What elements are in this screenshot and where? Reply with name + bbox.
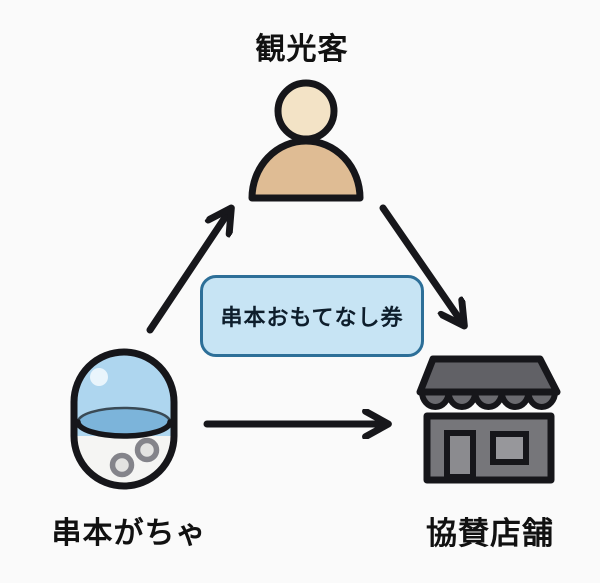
tourist-label: 観光客 [255, 33, 349, 66]
gacha-label: 串本がちゃ [51, 517, 207, 550]
gacha-capsule-icon [70, 348, 178, 490]
person-icon [248, 79, 364, 202]
stores-label: 協賛店舗 [426, 516, 554, 551]
omotenashi-ticket-box: 串本おもてなし券 [200, 275, 424, 357]
omotenashi-ticket-label: 串本おもてなし券 [220, 305, 404, 330]
storefront-icon [416, 355, 561, 484]
